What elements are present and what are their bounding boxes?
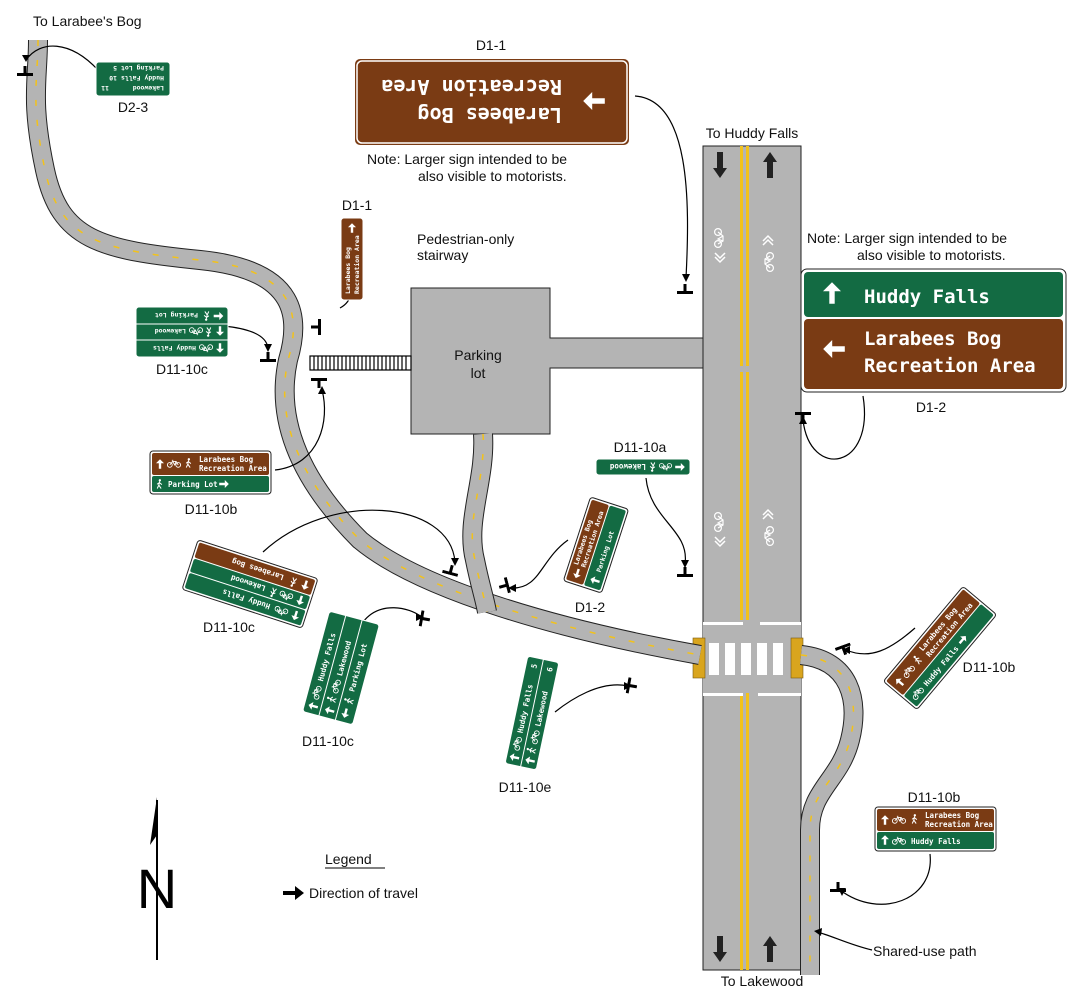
- crosswalk: [692, 622, 804, 696]
- d11-10e-num2: 6: [545, 666, 555, 673]
- d11-10b-bottom-huddy: Huddy Falls: [911, 837, 961, 846]
- code-d11-10b-left: D11-10b: [185, 501, 238, 517]
- d11-10b-bottom-area: Recreation Area: [925, 820, 993, 829]
- code-d1-1-small: D1-1: [342, 197, 373, 213]
- map-labels: To Larabee's Bog To Huddy Falls To Lakew…: [33, 13, 1007, 989]
- sign-post-icon: [311, 378, 327, 388]
- center-line: [740, 146, 749, 970]
- sign-d11-10c-bottom: Huddy Falls Lakewood Parking Lot: [302, 611, 380, 725]
- d11-10c-left-row2: Lakewood: [155, 327, 186, 335]
- d11-10c-left-row1: Huddy Falls: [153, 344, 196, 352]
- d2-3-line-3: Parking Lot 5: [113, 64, 164, 72]
- code-d2-3: D2-3: [118, 99, 149, 115]
- d1-1-larabees-bog: Larabees Bog: [418, 103, 563, 127]
- sign-d11-10c-left: Huddy Falls Lakewood Parking Lot: [135, 306, 229, 358]
- sign-code-labels: D2-3 D1-1 D1-1 D1-2 D1-2 D11-10c D11-10b…: [118, 37, 1016, 805]
- code-d1-2-right: D1-2: [916, 399, 947, 415]
- d1-2-huddy-falls: Huddy Falls: [864, 286, 990, 308]
- d1-1-recreation-area: Recreation Area: [381, 75, 562, 99]
- d1-1-small-line-2: Recreation Area: [353, 235, 361, 294]
- north-arrow-icon: N: [137, 797, 177, 960]
- d1-2-recreation-area: Recreation Area: [864, 355, 1036, 377]
- note-right-line-2: also visible to motorists.: [857, 247, 1006, 263]
- to-huddy-falls-label: To Huddy Falls: [706, 125, 799, 141]
- d1-2-larabees-bog: Larabees Bog: [864, 328, 1001, 350]
- stairway-label-1: Pedestrian-only: [417, 231, 514, 247]
- code-d11-10c-left: D11-10c: [156, 361, 208, 377]
- d2-3-line-2: Huddy Falls 10: [109, 74, 164, 82]
- code-d11-10a: D11-10a: [614, 439, 667, 455]
- d11-10b-left-area: Recreation Area: [199, 464, 267, 473]
- note-top-line-2: also visible to motorists.: [418, 168, 567, 184]
- sign-post-icon: [497, 576, 511, 596]
- note-right-line-1: Note: Larger sign intended to be: [807, 230, 1007, 246]
- bike-lane-lines: [740, 510, 743, 622]
- d11-10b-left-bog: Larabees Bog: [199, 455, 254, 464]
- sign-d1-1-large: Larabees Bog Recreation Area: [353, 57, 631, 147]
- sign-d11-10b-right: Larabees Bog Recreation Area Huddy Falls: [884, 587, 996, 709]
- sign-d1-1-small: Larabees Bog Recreation Area: [340, 217, 364, 301]
- shared-use-path-label: Shared-use path: [873, 943, 977, 959]
- sign-d11-10b-left: Larabees Bog Recreation Area Parking Lot: [149, 450, 272, 495]
- d1-1-small-line-1: Larabees Bog: [344, 247, 352, 294]
- legend-title: Legend: [325, 851, 372, 867]
- direction-arrow-icon: [283, 886, 304, 900]
- sign-post-icon: [311, 319, 321, 335]
- d11-10b-left-parking: Parking Lot: [168, 480, 218, 489]
- sign-post-icon: [441, 563, 461, 577]
- parking-lot: Parking lot: [410, 287, 704, 435]
- d2-3-line-1: Lakewood: [133, 84, 164, 92]
- sign-d11-10e: Huddy Falls 5 Lakewood 6: [504, 655, 560, 771]
- to-lakewood-label: To Lakewood: [721, 973, 804, 989]
- roadway: [692, 145, 804, 971]
- legend-direction-of-travel: Direction of travel: [309, 885, 418, 901]
- parking-lot-label-2: lot: [471, 365, 486, 381]
- code-d11-10e: D11-10e: [499, 779, 552, 795]
- sign-d2-3: Lakewood Huddy Falls 10 Parking Lot 5 11: [95, 61, 171, 97]
- sign-post-icon: [677, 284, 693, 294]
- sign-d11-10c-mid: Huddy Falls Lakewood Larabees Bog: [182, 540, 318, 628]
- sign-d11-10a: Lakewood: [595, 458, 691, 476]
- note-top-line-1: Note: Larger sign intended to be: [367, 151, 567, 167]
- code-d1-1-top: D1-1: [476, 37, 507, 53]
- legend: Legend Direction of travel: [283, 851, 418, 901]
- d11-10c-left-row3: Parking Lot: [155, 311, 198, 319]
- stairway-label-2: stairway: [417, 247, 468, 263]
- code-d11-10c-mid: D11-10c: [203, 619, 255, 635]
- to-larabees-bog-label: To Larabee's Bog: [33, 13, 142, 29]
- sign-d1-2-small: Larabees Bog Recreation Area Parking Lot: [563, 497, 629, 593]
- shared-use-paths: [25, 39, 864, 975]
- parking-lot-label-1: Parking: [454, 347, 501, 363]
- d11-10e-num1: 5: [529, 663, 539, 669]
- d11-10a-lakewood: Lakewood: [610, 462, 646, 471]
- d2-3-num-1: 11: [101, 84, 109, 92]
- sign-post-icon: [418, 610, 432, 628]
- d11-10b-bottom-bog: Larabees Bog: [925, 811, 980, 820]
- code-d11-10b-right: D11-10b: [963, 659, 1016, 675]
- code-d1-2-small: D1-2: [575, 599, 606, 615]
- sign-post-icon: [260, 352, 276, 362]
- sign-d11-10b-bottom: Larabees Bog Recreation Area Huddy Falls: [874, 806, 997, 852]
- sign-d1-2-large: Huddy Falls Larabees Bog Recreation Area: [800, 268, 1067, 393]
- pedestrian-stairway: [309, 355, 412, 371]
- sign-post-icon: [677, 567, 693, 577]
- code-d11-10c-bottom: D11-10c: [302, 733, 354, 749]
- road-arrows: [713, 152, 777, 962]
- north-label: N: [137, 857, 177, 920]
- code-d11-10b-bottom: D11-10b: [908, 789, 961, 805]
